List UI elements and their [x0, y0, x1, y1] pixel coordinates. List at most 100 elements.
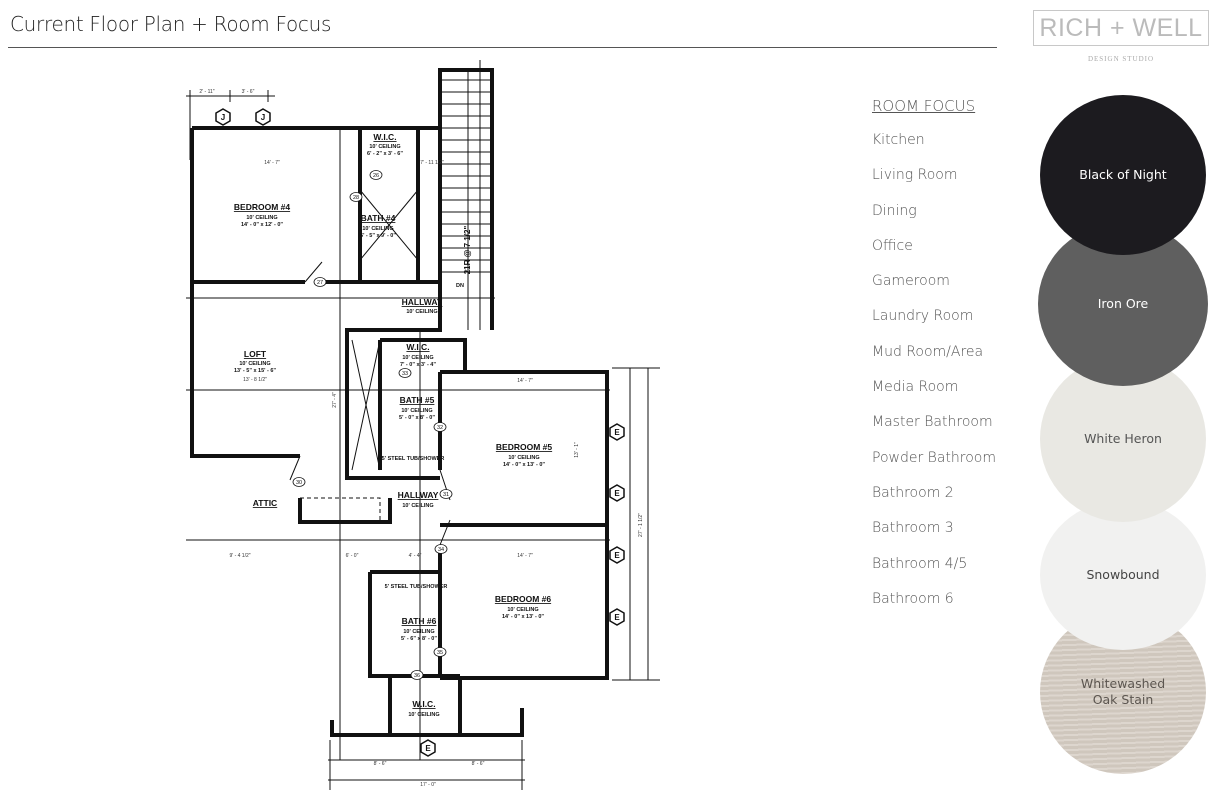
room-ceiling: 10' CEILING — [508, 455, 539, 461]
room-item-bathroom-6: Bathroom 6 — [872, 590, 954, 607]
dimension: 7' - 11 1/2" — [420, 160, 444, 166]
swatch-label: Snowbound — [1086, 567, 1160, 582]
dimension: 6' - 0" — [346, 553, 359, 559]
dimension: 2' - 11" — [199, 89, 214, 95]
door-tag: 28 — [353, 195, 359, 201]
dimension: 17' - 0" — [420, 782, 436, 788]
dimension: 3' - 6" — [242, 89, 255, 95]
room-ceiling: 10' CEILING — [406, 309, 437, 315]
room-size: 14' - 0" x 13' - 0" — [502, 614, 544, 620]
swatch-label: Iron Ore — [1097, 296, 1149, 311]
room-name: BEDROOM #4 — [234, 202, 290, 212]
room-ceiling: 10' CEILING — [402, 503, 433, 509]
dimension: 8' - 6" — [472, 761, 485, 767]
dimension: 13' - 1" — [574, 442, 580, 458]
room-item-living-room: Living Room — [872, 167, 958, 184]
room-item-mud-room: Mud Room/Area — [872, 343, 984, 360]
dimension: 13' - 8 1/2" — [243, 377, 267, 383]
room-item-dining: Dining — [872, 202, 917, 219]
tub-label: 5' STEEL TUB/SHOWER — [385, 584, 448, 590]
room-focus-list: ROOM FOCUS Kitchen Living Room Dining Of… — [872, 97, 996, 626]
room-labels: BEDROOM #4 W.I.C. BATH #4 HALLWAY LOFT W… — [199, 89, 644, 788]
room-name: ATTIC — [253, 498, 277, 508]
dimension: 14' - 7" — [517, 553, 533, 559]
page-title: Current Floor Plan + Room Focus — [10, 12, 332, 36]
swatch-label: Black of Night — [1079, 167, 1167, 182]
room-size: 6' - 2" x 3' - 6" — [367, 151, 403, 157]
room-name: LOFT — [244, 349, 267, 359]
dimension: 9' - 4 1/2" — [229, 553, 250, 559]
marker-e: E — [425, 744, 431, 753]
room-focus-heading: ROOM FOCUS — [872, 97, 976, 115]
walls — [186, 60, 660, 790]
room-name: BATH #4 — [361, 213, 396, 223]
marker-j: J — [261, 113, 265, 122]
room-item-kitchen: Kitchen — [872, 132, 925, 148]
door-tags: 26 28 27 33 32 30 31 34 35 36 — [292, 170, 453, 680]
room-item-powder-bathroom: Powder Bathroom — [872, 449, 996, 466]
room-size: 7' - 0" x 3' - 4" — [400, 362, 436, 368]
room-item-gameroom: Gameroom — [872, 273, 950, 290]
room-ceiling: 10' CEILING — [246, 215, 277, 221]
room-item-bathroom-4-5: Bathroom 4/5 — [872, 555, 968, 572]
dimension: 27' - 4" — [332, 392, 338, 408]
room-ceiling: 10' CEILING — [401, 408, 432, 414]
logo: RICH + WELL — [1033, 10, 1209, 46]
dimension: 14' - 7" — [517, 378, 533, 384]
dimension: 14' - 7" — [264, 160, 280, 166]
tub-label: 5' STEEL TUB/SHOWER — [382, 456, 445, 462]
room-item-office: Office — [872, 237, 913, 254]
room-size: 14' - 0" x 13' - 0" — [503, 462, 545, 468]
room-size: 5' - 5" x 9' - 0" — [360, 233, 396, 239]
swatch-black-of-night: Black of Night — [1040, 95, 1206, 255]
door-tag: 34 — [438, 547, 444, 553]
room-item-master-bathroom: Master Bathroom — [872, 414, 993, 431]
door-tag: 33 — [402, 371, 408, 377]
room-ceiling: 10' CEILING — [369, 144, 400, 150]
marker-j: J — [221, 113, 225, 122]
room-name: BEDROOM #6 — [495, 594, 551, 604]
logo-subtitle: DESIGN STUDIO — [1087, 55, 1155, 63]
door-tag: 27 — [317, 280, 323, 286]
room-item-bathroom-3: Bathroom 3 — [872, 520, 954, 537]
door-tag: 32 — [437, 425, 443, 431]
room-name: HALLWAY — [398, 490, 439, 500]
room-size: 14' - 0" x 12' - 0" — [241, 222, 283, 228]
room-ceiling: 10' CEILING — [402, 355, 433, 361]
room-name: W.I.C. — [412, 699, 435, 709]
logo-main-text: RICH + WELL — [1039, 14, 1203, 42]
room-ceiling: 10' CEILING — [239, 361, 270, 367]
title-divider — [8, 47, 997, 48]
room-item-bathroom-2: Bathroom 2 — [872, 484, 954, 501]
marker-e: E — [614, 613, 620, 622]
swatch-label: Whitewashed Oak Stain — [1080, 676, 1166, 707]
stair-down-label: DN — [456, 283, 464, 289]
dimension: 8' - 6" — [374, 761, 387, 767]
marker-e: E — [614, 489, 620, 498]
swatch-label: White Heron — [1084, 431, 1162, 446]
door-tag: 36 — [414, 673, 420, 679]
dimension: 4' - 4" — [409, 553, 422, 559]
room-size: 13' - 5" x 15' - 6" — [234, 368, 276, 374]
room-size: 5' - 6" x 8' - 0" — [401, 636, 437, 642]
room-item-laundry-room: Laundry Room — [872, 308, 974, 325]
markers — [215, 108, 625, 757]
stair-label: 21R @ 7 1/2" — [463, 226, 472, 275]
marker-e: E — [614, 428, 620, 437]
door-tag: 30 — [296, 480, 302, 486]
room-ceiling: 10' CEILING — [403, 629, 434, 635]
door-tag: 31 — [443, 492, 449, 498]
room-size: 5' - 0" x 8' - 0" — [399, 415, 435, 421]
room-name: BATH #5 — [400, 395, 435, 405]
door-tag: 35 — [437, 650, 443, 656]
room-name: BATH #6 — [402, 616, 437, 626]
room-ceiling: 10' CEILING — [507, 607, 538, 613]
room-name: W.I.C. — [406, 342, 429, 352]
room-name: HALLWAY — [402, 297, 443, 307]
door-tag: 26 — [373, 173, 379, 179]
swatch-snowbound: Snowbound — [1040, 500, 1206, 650]
room-item-media-room: Media Room — [872, 379, 959, 396]
room-ceiling: 10' CEILING — [362, 226, 393, 232]
floor-plan: J J E E E E E BEDROOM #4 W.I.C. BATH #4 … — [186, 60, 660, 790]
room-name: W.I.C. — [373, 132, 396, 142]
